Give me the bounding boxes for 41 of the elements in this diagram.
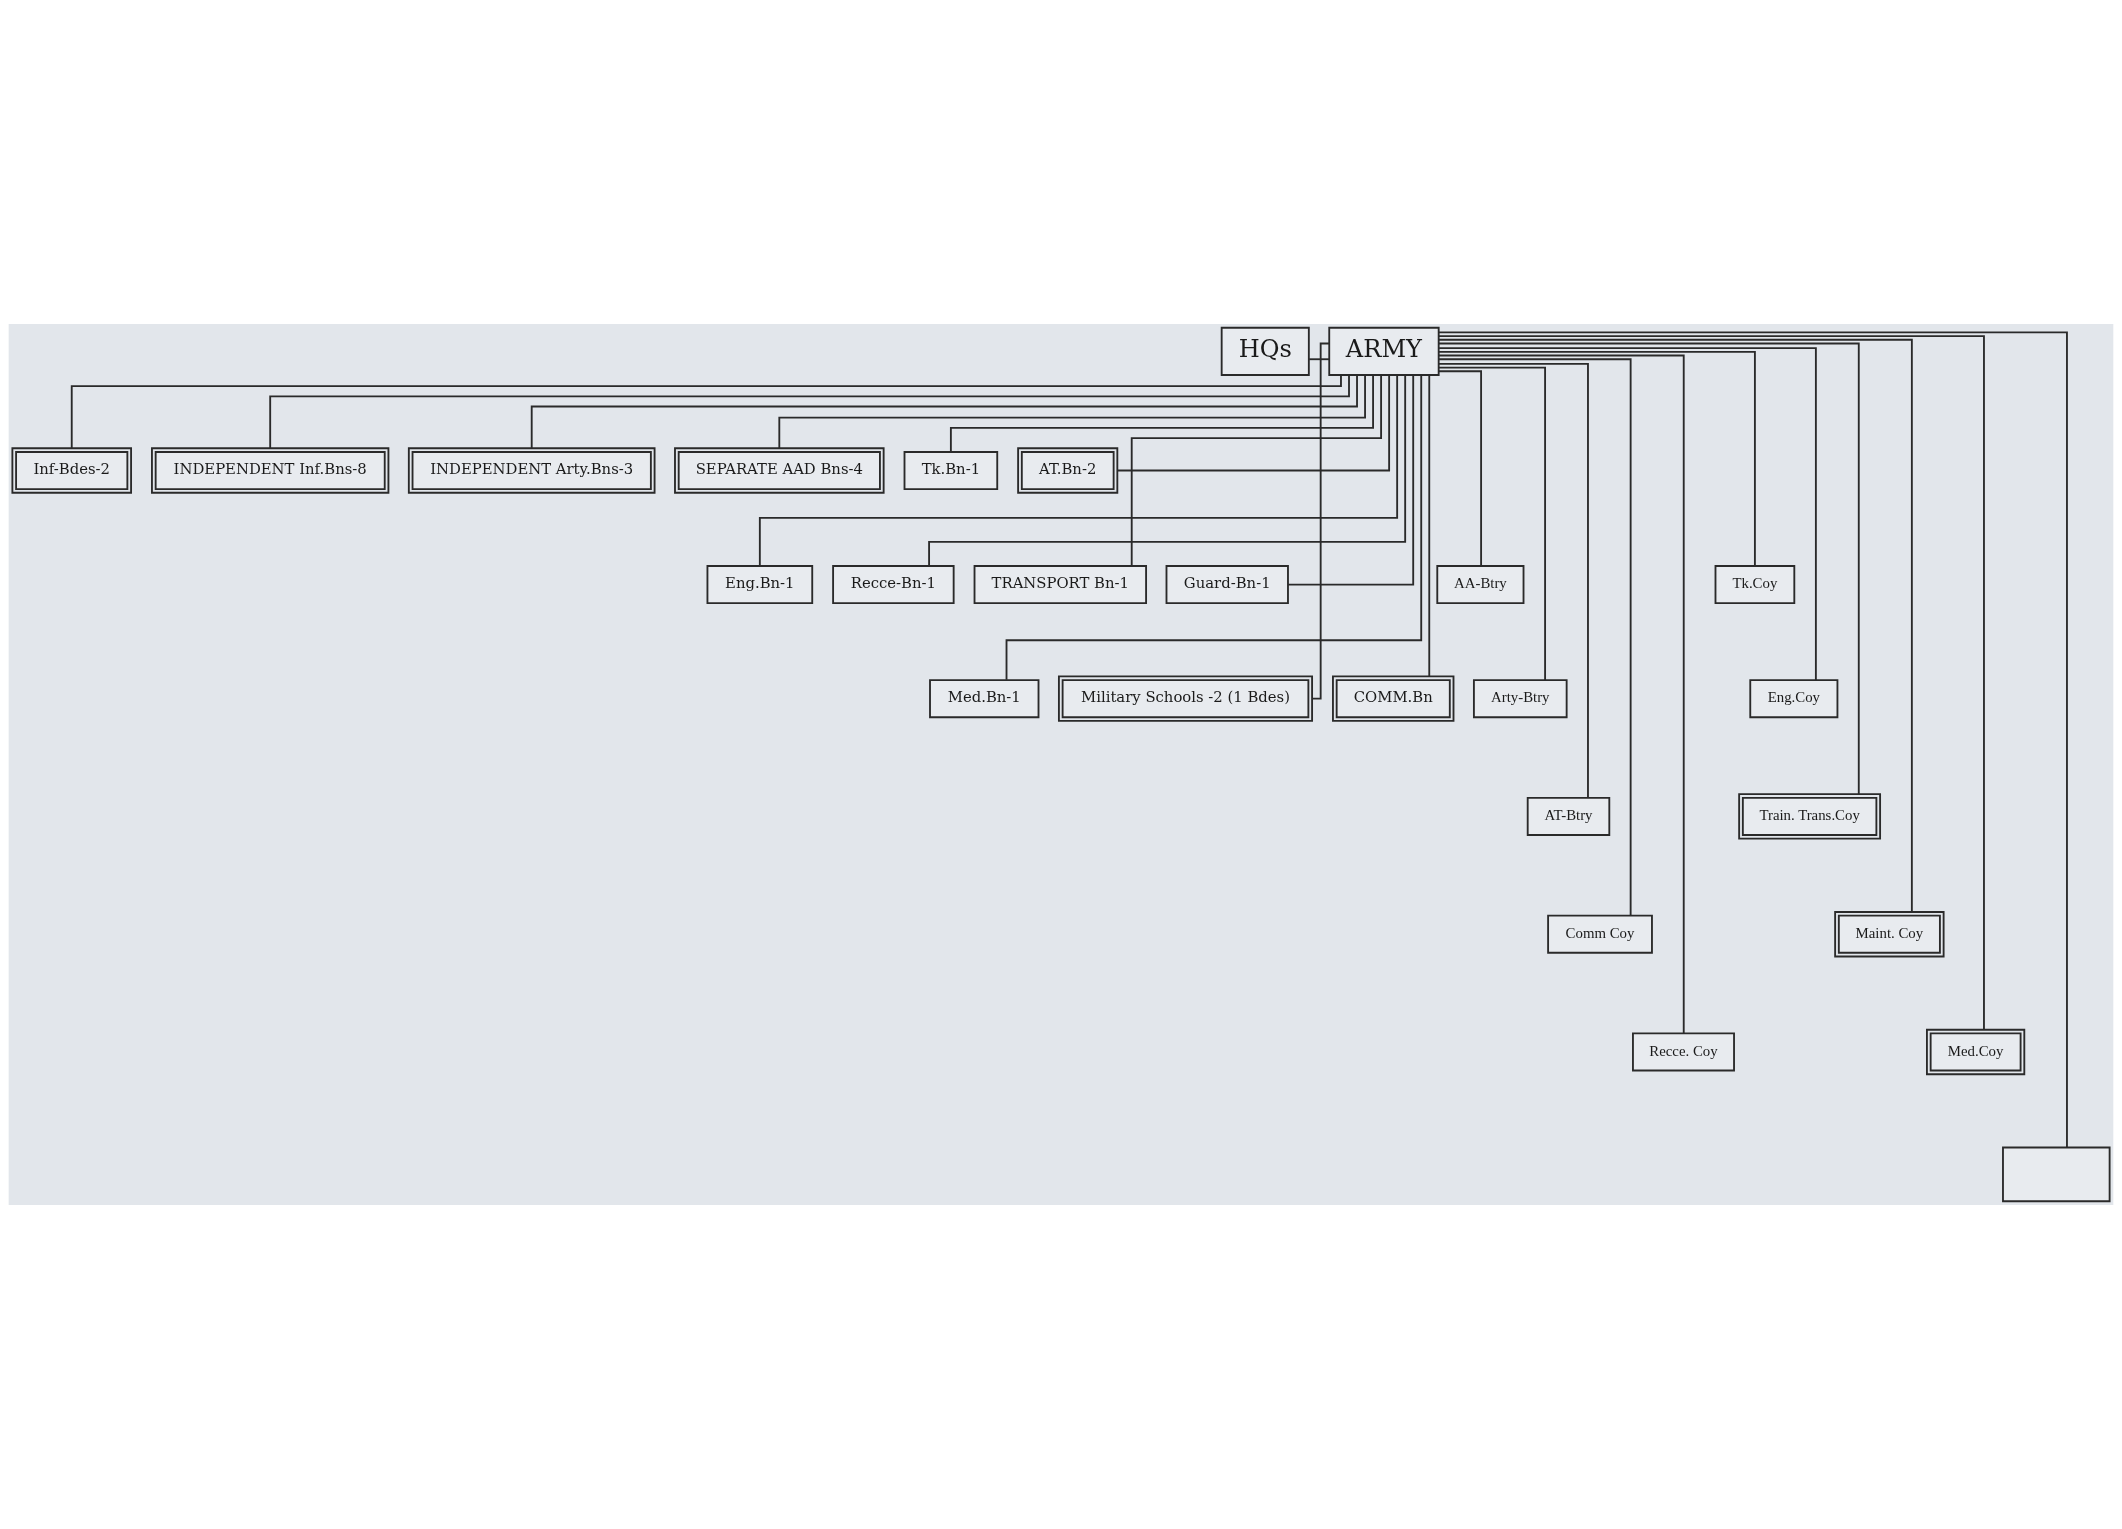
- connector: [758, 374, 1399, 567]
- connector: [1438, 366, 1546, 681]
- connector: [1438, 354, 1685, 1035]
- connector: [949, 374, 1374, 453]
- connector: [1437, 338, 1913, 913]
- node-box: AA-Btry: [1436, 565, 1525, 605]
- node-box: TRANSPORT Bn-1: [973, 565, 1147, 605]
- connector: [1437, 342, 1860, 795]
- node-box: Eng.Bn-1: [706, 565, 814, 605]
- connector: [1437, 350, 1756, 567]
- connector: [1438, 347, 1817, 681]
- node-box: Recce-Bn-1: [832, 565, 955, 605]
- node-box: Recce. Coy: [1632, 1032, 1735, 1072]
- node-box: Eng.Coy: [1749, 679, 1839, 719]
- connector: [1437, 358, 1632, 917]
- node-box: Tk.Coy: [1714, 565, 1796, 605]
- node-box: Guard-Bn-1: [1165, 565, 1289, 605]
- connector: [1437, 331, 2068, 1149]
- node-box: HQs: [1220, 326, 1310, 376]
- connector: [1311, 342, 1331, 700]
- connector: [1428, 374, 1431, 677]
- connector: [70, 374, 1342, 449]
- connector: [778, 374, 1366, 450]
- node-box: Comm Coy: [1547, 914, 1653, 954]
- connector: [1437, 362, 1589, 799]
- node-box: [2002, 1146, 2111, 1203]
- connector: [269, 374, 1350, 450]
- connector: [530, 374, 1358, 450]
- node-box: AT-Btry: [1526, 796, 1611, 836]
- connector: [1287, 374, 1415, 586]
- node-box: Med.Bn-1: [929, 679, 1040, 719]
- node-box: ARMY: [1328, 326, 1440, 376]
- node-box: INDEPENDENT Arty.Bns-3: [407, 447, 656, 494]
- node-box: Arty-Btry: [1473, 679, 1568, 719]
- connector: [1005, 374, 1423, 681]
- connector: [1437, 370, 1483, 567]
- connector: [1308, 358, 1330, 361]
- node-box: Tk.Bn-1: [903, 451, 999, 490]
- connector: [1116, 374, 1391, 472]
- connector: [1130, 374, 1383, 567]
- connector: [1437, 335, 1985, 1031]
